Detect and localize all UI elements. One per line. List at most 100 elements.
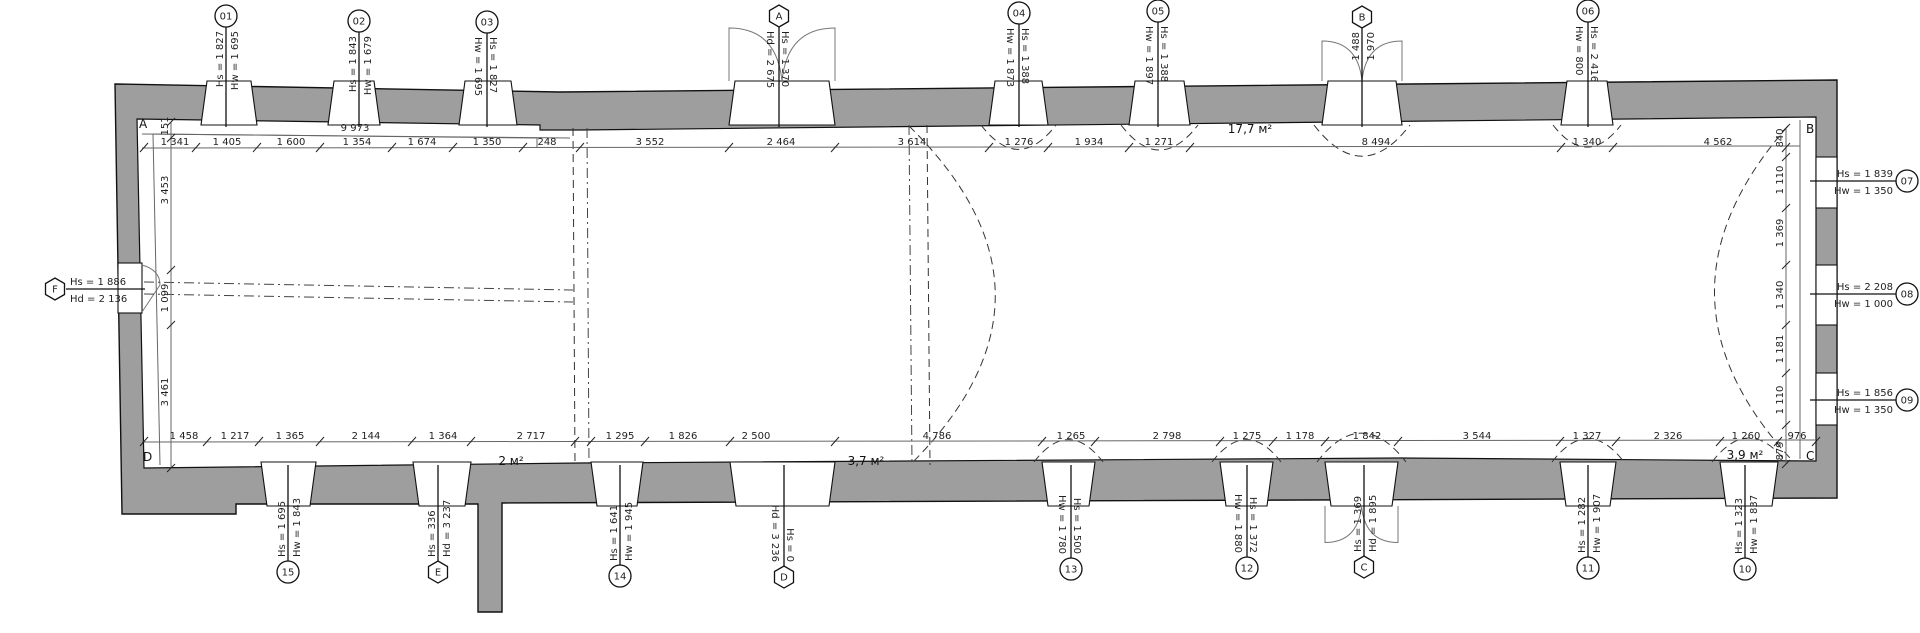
marker-id: 15 <box>282 568 295 579</box>
dimension-tick <box>1781 123 1791 133</box>
marker-value-label: Hs = 1 500 <box>1071 498 1082 554</box>
left-dimension-label: 3 461 <box>160 378 171 407</box>
marker-value-label: Hs = 2 208 <box>1837 282 1893 293</box>
hexagon-marker-d[interactable]: DHs = 0Hd = 3 236 <box>769 505 795 589</box>
right-dimension-label: 1 369 <box>1775 219 1786 248</box>
right-dimension-label: 1 181 <box>1775 335 1786 364</box>
dimension-tick <box>1555 436 1565 447</box>
corner-label-d: D <box>143 450 152 464</box>
circle-icon <box>475 10 499 34</box>
bottom-dimension-label: 2 798 <box>1153 431 1182 442</box>
dimension-tick <box>725 436 735 447</box>
dimension-tick <box>166 320 176 330</box>
beam-line <box>586 127 590 466</box>
circle-icon <box>1895 169 1919 193</box>
top-length-label: 9 973 <box>341 123 370 134</box>
bottom-dimension-label: 2 717 <box>517 431 546 442</box>
area-left-niche-label: 2 м² <box>498 454 524 468</box>
beam-line <box>926 124 931 466</box>
marker-value-label: Hs = 1 839 <box>1837 169 1893 180</box>
marker-value-label: Hw = 1 695 <box>472 37 483 96</box>
window-swing-arc <box>1316 432 1407 463</box>
right-dimension-label: 879 <box>1775 441 1786 460</box>
area-mid-niche-label: 3,7 м² <box>848 454 885 468</box>
circle-icon <box>1007 1 1031 25</box>
hexagon-icon <box>44 277 66 301</box>
circle-icon <box>1895 388 1919 412</box>
dimension-tick <box>640 436 650 447</box>
marker-value-label: Hd = 3 237 <box>442 500 453 557</box>
circle-icon <box>1576 556 1600 580</box>
window-opening <box>729 461 836 507</box>
dimension-tick <box>1611 436 1621 447</box>
corner-label-a: A <box>139 117 148 131</box>
marker-id: D <box>780 573 788 584</box>
dimension-tick <box>191 142 201 153</box>
top-dimension-label: 3 614 <box>898 137 927 148</box>
marker-value-label: Hw = 1 679 <box>363 36 374 95</box>
marker-id: 08 <box>1901 290 1914 301</box>
marker-value-label: Hs = 1 827 <box>215 31 226 87</box>
top-dimension-label: 2 464 <box>767 137 796 148</box>
circle-icon <box>1235 556 1259 580</box>
circle-icon <box>1059 557 1083 581</box>
dimension-tick <box>724 142 734 153</box>
inner-finish-line-left <box>152 133 161 466</box>
bottom-dimension-label: 1 842 <box>1353 431 1382 442</box>
marker-value-label: Hd = 2 136 <box>70 294 127 305</box>
dimension-tick <box>518 142 528 153</box>
top-dimension-line <box>141 145 1801 149</box>
dimension-tick <box>1268 436 1278 447</box>
marker-value-label: Hs = 1 388 <box>1019 28 1030 84</box>
dimension-tick <box>1781 368 1791 378</box>
top-dimension-label: 1 600 <box>277 137 306 148</box>
window-opening <box>458 80 518 126</box>
window-swing-arc <box>1120 124 1199 151</box>
hexagon-icon <box>773 565 795 589</box>
dimension-tick <box>1781 320 1791 330</box>
marker-id: 05 <box>1152 7 1165 18</box>
right-dimension-label: 1 110 <box>1775 386 1786 415</box>
left-dimension-label: 151 <box>160 116 171 135</box>
window-opening <box>412 461 472 507</box>
dimension-tick <box>166 265 176 275</box>
top-dimension-label: 1 405 <box>213 137 242 148</box>
dimension-tick <box>387 142 397 153</box>
vault-arc <box>1714 125 1791 459</box>
marker-value-label: 1 488 <box>1351 32 1362 61</box>
bottom-dimension-label: 1 260 <box>1732 431 1761 442</box>
dimension-tick <box>570 436 580 447</box>
marker-value-label: Hs = 2 416 <box>1588 26 1599 82</box>
marker-value-label: Hs = 0 <box>784 528 795 562</box>
marker-value-label: Hw = 1 000 <box>1834 299 1893 310</box>
dimension-tick <box>1781 152 1791 162</box>
circle-marker-08[interactable]: 08 Hs = 2 208 Hw = 1 000 <box>1834 282 1919 310</box>
dimension-tick <box>139 142 149 153</box>
hexagon-icon <box>1351 5 1373 29</box>
bottom-dimension-label: 1 327 <box>1573 431 1602 442</box>
dimension-tick <box>1185 142 1195 153</box>
hexagon-icon <box>1353 555 1375 579</box>
dimension-tick <box>466 436 476 447</box>
hexagon-icon <box>768 4 790 28</box>
